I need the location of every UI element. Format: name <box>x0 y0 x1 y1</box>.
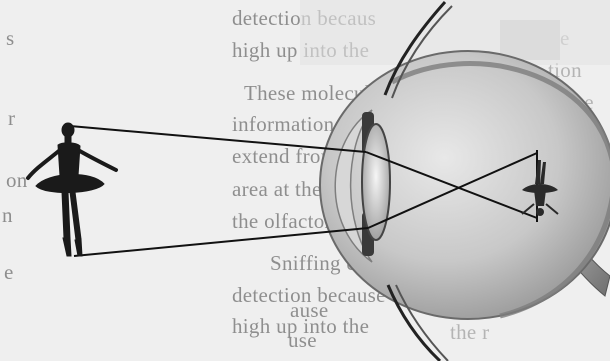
ballerina-silhouette <box>28 123 116 256</box>
ray-top-to-lens <box>70 126 366 152</box>
ray-bottom-to-lens <box>74 228 368 256</box>
lens <box>362 124 390 240</box>
shaded-block <box>500 20 560 60</box>
